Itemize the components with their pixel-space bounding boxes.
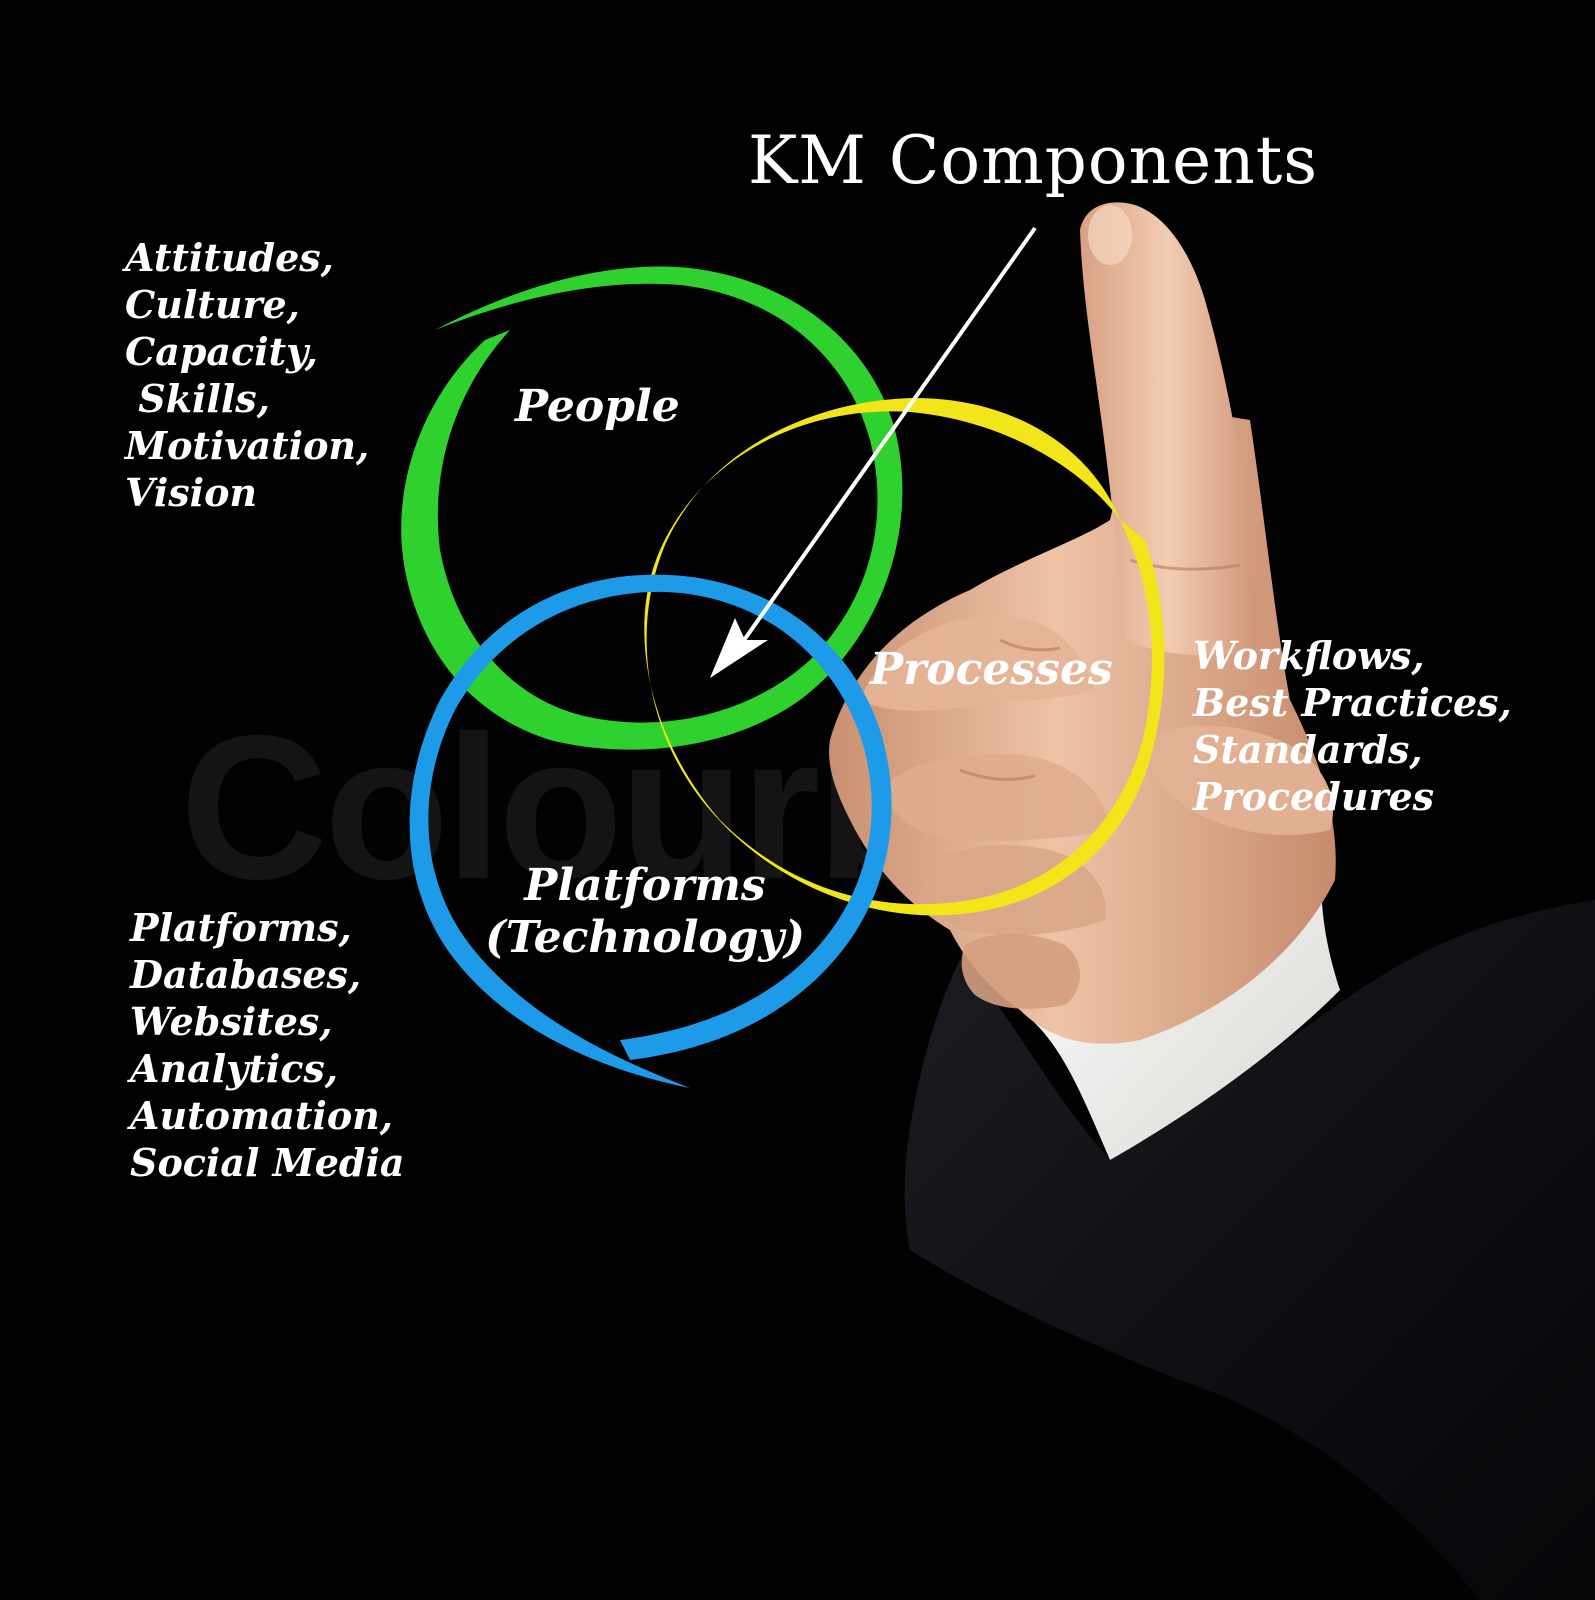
pointer-arrow-head: [710, 618, 768, 678]
curled-finger-2: [880, 753, 1110, 841]
platforms-attribute-item: Websites,: [130, 999, 333, 1044]
processes-attribute-item: Procedures: [1193, 774, 1435, 819]
thumb-shape: [1140, 725, 1334, 835]
processes-attribute-item: Best Practices,: [1193, 680, 1512, 725]
pointer-arrow-line: [728, 226, 1037, 662]
processes-attribute-item: Standards,: [1193, 727, 1423, 772]
platforms-attribute-item: Automation,: [130, 1093, 394, 1138]
processes-attribute-item: Workflows,: [1193, 633, 1425, 678]
platforms-attribute-item: Databases,: [130, 952, 362, 997]
index-finger-shape: [1080, 202, 1257, 656]
people-attribute-item: Skills,: [125, 376, 270, 421]
curled-finger-4: [961, 933, 1080, 1009]
platforms-attributes-list: Platforms, Databases, Websites, Analytic…: [130, 904, 405, 1186]
people-attribute-item: Capacity,: [125, 329, 318, 374]
platforms-label: Platforms (Technology): [455, 860, 835, 964]
people-attribute-item: Attitudes,: [125, 235, 334, 280]
index-fingernail-highlight: [1088, 205, 1132, 265]
platforms-attribute-item: Social Media: [130, 1140, 405, 1185]
platforms-label-line-2: (Technology): [485, 911, 805, 963]
suit-sleeve-shape: [904, 900, 1595, 1600]
processes-attributes-list: Workflows, Best Practices, Standards, Pr…: [1193, 632, 1512, 820]
processes-label: Processes: [870, 644, 1113, 695]
people-attribute-item: Motivation,: [125, 423, 370, 468]
people-attribute-item: Vision: [125, 470, 258, 515]
diagram-title: KM Components: [748, 122, 1319, 199]
platforms-label-line-1: Platforms: [524, 860, 766, 911]
people-attribute-item: Culture,: [125, 282, 300, 327]
platforms-attribute-item: Analytics,: [130, 1046, 338, 1091]
platforms-circle: [409, 574, 892, 1088]
people-label: People: [515, 381, 680, 432]
platforms-attribute-item: Platforms,: [130, 905, 352, 950]
curled-finger-1: [860, 614, 1095, 711]
people-attributes-list: Attitudes, Culture, Capacity, Skills, Mo…: [125, 234, 369, 516]
